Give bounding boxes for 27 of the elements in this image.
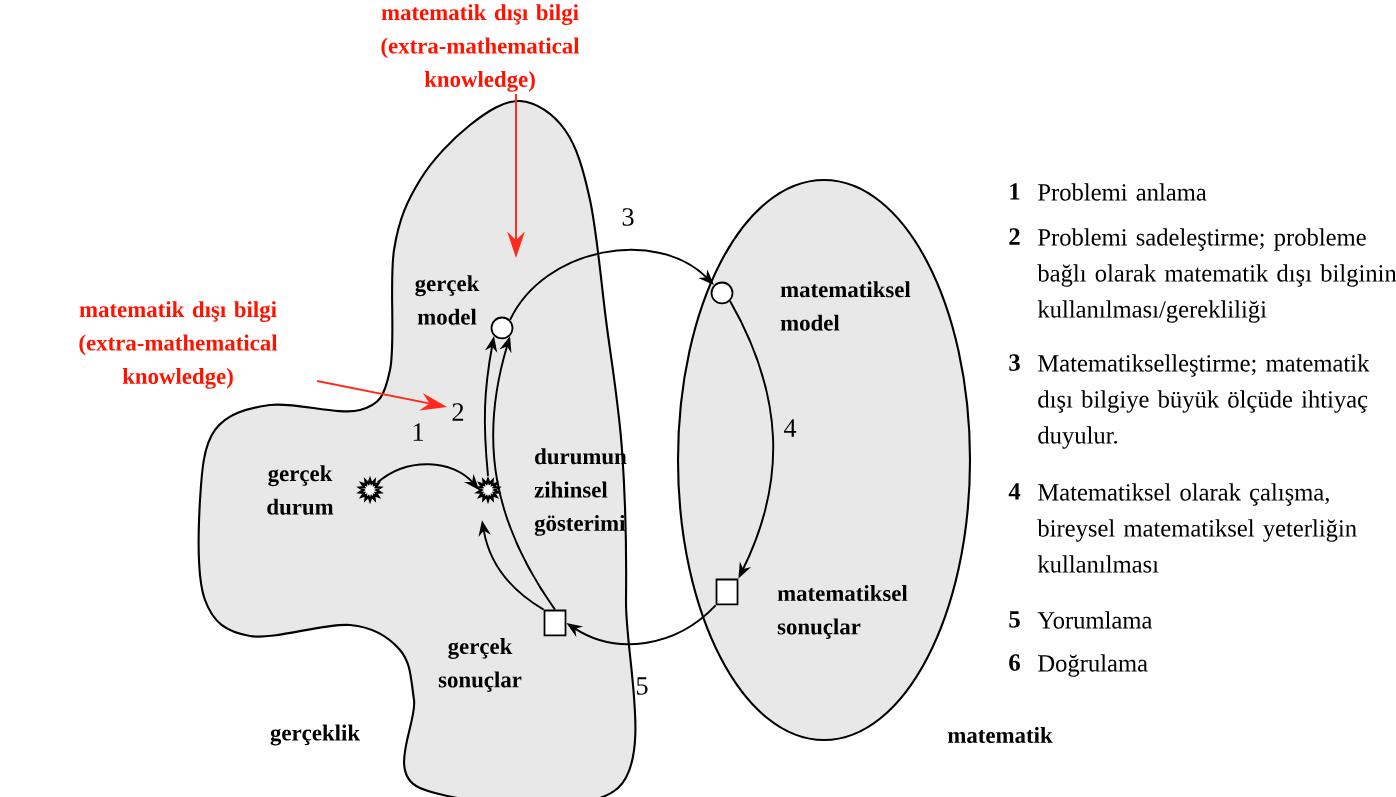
node-label: gerçek sonuçlar <box>433 636 527 694</box>
list-text: Problemi sadeleştirme; probleme bağlı olarak matematik dışı bilginin kullanılması/gerekliliği <box>1037 228 1396 323</box>
list-number: 5 <box>1009 611 1020 628</box>
list-number: 2 <box>1009 228 1020 245</box>
node-label: matematiksel model <box>778 279 911 333</box>
list-text: Doğrulama <box>1038 654 1148 677</box>
edge-label: 5 <box>636 677 648 695</box>
node-label: gerçek model <box>407 273 487 327</box>
region-label: matematik <box>947 726 1053 744</box>
annotation-text: matematik dışı bilgi (extra-mathematical knowledge) <box>381 4 580 92</box>
edge-label: 1 <box>413 423 423 441</box>
list-text: Matematiksel olarak çalışma, bireysel matematiksel yeterliğin kullanılması <box>1037 483 1357 573</box>
list-text: Problemi anlama <box>1038 183 1207 201</box>
node-label: gerçek durum <box>260 463 340 517</box>
list-number: 1 <box>1010 183 1020 200</box>
edge-label: 4 <box>783 419 797 437</box>
edge-label: 2 <box>452 403 464 421</box>
node-label: matematiksel sonuçlar <box>775 583 908 641</box>
arrow <box>509 249 714 321</box>
list-number: 4 <box>1008 483 1021 500</box>
list-number: 3 <box>1009 354 1020 371</box>
list-number: 6 <box>1009 654 1020 671</box>
annotation-text: matematik dışı bilgi (extra-mathematical knowledge) <box>79 301 278 389</box>
region-label: gerçeklik <box>270 724 361 746</box>
list-text: Yorumlama <box>1037 611 1153 629</box>
edge-label: 3 <box>622 208 634 226</box>
list-text: Matematikselleştirme; matematik dışı bilgiye büyük ölçüde ihtiyaç duyulur. <box>1038 354 1370 449</box>
